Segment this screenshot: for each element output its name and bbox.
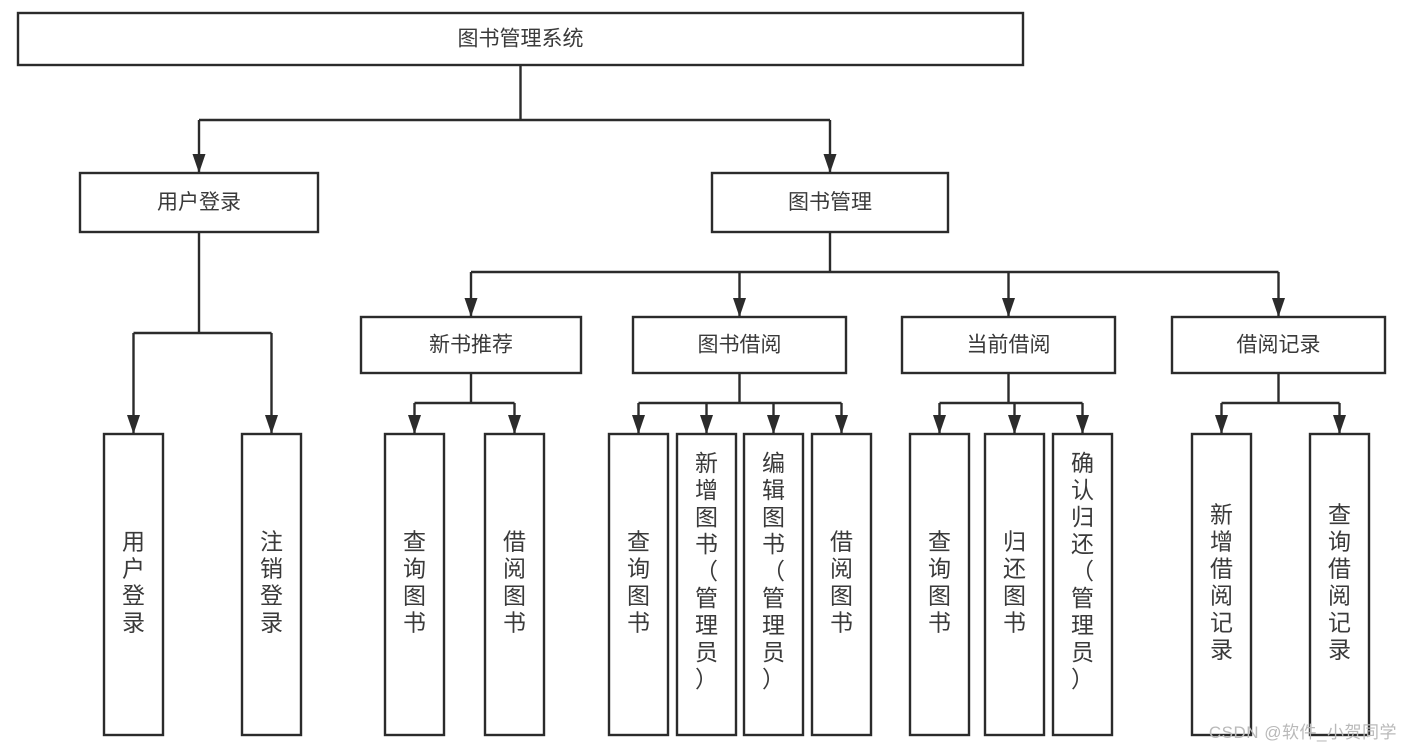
node-label-leaf-edit-book: 编辑图书（管理员） [762, 450, 785, 692]
arrow-head-icon-book-borrow [733, 298, 746, 317]
node-leaf-query-record[interactable]: 查询借阅记录 [1308, 432, 1371, 737]
node-box-leaf-logout [240, 432, 303, 737]
node-leaf-add-book[interactable]: 新增图书（管理员） [675, 432, 738, 737]
node-label-leaf-query-book-2: 查询图书 [627, 528, 650, 635]
node-label-borrow-record: 借阅记录 [1237, 334, 1321, 357]
arrow-head-icon-current-borrow [1002, 298, 1015, 317]
node-box-current-borrow [900, 315, 1117, 375]
node-box-borrow-record [1170, 315, 1387, 375]
arrow-head-icon-leaf-return-book [1008, 415, 1021, 434]
node-root[interactable]: 图书管理系统 [16, 11, 1025, 67]
arrow-head-icon-leaf-edit-book [767, 415, 780, 434]
node-leaf-borrow-book-1[interactable]: 借阅图书 [483, 432, 546, 737]
arrow-head-icon-leaf-user-login [127, 415, 140, 434]
node-leaf-borrow-book-2[interactable]: 借阅图书 [810, 432, 873, 737]
node-borrow-record[interactable]: 借阅记录 [1170, 315, 1387, 375]
node-box-leaf-add-record [1190, 432, 1253, 737]
node-label-book-borrow: 图书借阅 [698, 334, 782, 357]
node-label-leaf-user-login: 用户登录 [122, 528, 145, 635]
node-leaf-confirm-return[interactable]: 确认归还（管理员） [1051, 432, 1114, 737]
node-box-leaf-query-book-2 [607, 432, 670, 737]
node-box-book-manage [710, 171, 950, 234]
node-box-leaf-return-book [983, 432, 1046, 737]
node-label-root: 图书管理系统 [458, 28, 584, 51]
arrow-head-icon-user-login [192, 154, 206, 173]
node-box-leaf-add-book [675, 432, 738, 737]
node-label-leaf-logout: 注销登录 [260, 528, 283, 635]
node-leaf-query-book-2[interactable]: 查询图书 [607, 432, 670, 737]
node-book-manage[interactable]: 图书管理 [710, 171, 950, 234]
node-label-user-login: 用户登录 [157, 191, 241, 214]
node-box-leaf-confirm-return [1051, 432, 1114, 737]
arrow-head-icon-leaf-add-book [700, 415, 713, 434]
arrow-head-icon-new-book-rec [464, 298, 478, 317]
node-box-leaf-query-record [1308, 432, 1371, 737]
node-leaf-logout[interactable]: 注销登录 [240, 432, 303, 737]
node-leaf-query-book-1[interactable]: 查询图书 [383, 432, 446, 737]
arrow-head-icon-leaf-logout [265, 415, 278, 434]
nodes-layer: 图书管理系统用户登录图书管理新书推荐图书借阅当前借阅借阅记录用户登录注销登录查询… [16, 11, 1387, 737]
node-new-book-rec[interactable]: 新书推荐 [359, 315, 583, 375]
node-box-leaf-borrow-book-2 [810, 432, 873, 737]
node-leaf-user-login[interactable]: 用户登录 [102, 432, 165, 737]
arrow-head-icon-leaf-add-record [1215, 415, 1228, 434]
node-leaf-return-book[interactable]: 归还图书 [983, 432, 1046, 737]
arrow-head-icon-leaf-query-record [1333, 415, 1346, 434]
arrow-head-icon-leaf-borrow-book-1 [508, 415, 521, 434]
node-leaf-query-book-3[interactable]: 查询图书 [908, 432, 971, 737]
node-book-borrow[interactable]: 图书借阅 [631, 315, 848, 375]
node-label-leaf-add-book: 新增图书（管理员） [695, 450, 718, 692]
node-box-leaf-query-book-3 [908, 432, 971, 737]
node-box-book-borrow [631, 315, 848, 375]
arrow-head-icon-book-manage [823, 154, 837, 173]
arrow-head-icon-leaf-query-book-1 [408, 415, 421, 434]
node-label-leaf-confirm-return: 确认归还（管理员） [1071, 450, 1094, 692]
node-label-leaf-borrow-book-1: 借阅图书 [503, 528, 526, 635]
node-label-book-manage: 图书管理 [788, 191, 872, 214]
node-label-leaf-borrow-book-2: 借阅图书 [830, 528, 853, 635]
arrow-head-icon-leaf-query-book-2 [632, 415, 645, 434]
node-label-leaf-query-book-3: 查询图书 [928, 528, 951, 635]
node-box-leaf-query-book-1 [383, 432, 446, 737]
node-label-new-book-rec: 新书推荐 [429, 334, 513, 357]
arrow-head-icon-leaf-borrow-book-2 [835, 415, 848, 434]
node-box-root [16, 11, 1025, 67]
arrow-head-icon-borrow-record [1272, 298, 1285, 317]
node-label-leaf-add-record: 新增借阅记录 [1210, 501, 1233, 662]
node-box-new-book-rec [359, 315, 583, 375]
node-leaf-add-record[interactable]: 新增借阅记录 [1190, 432, 1253, 737]
node-label-current-borrow: 当前借阅 [967, 334, 1051, 357]
node-user-login[interactable]: 用户登录 [78, 171, 320, 234]
node-box-user-login [78, 171, 320, 234]
node-box-leaf-borrow-book-1 [483, 432, 546, 737]
node-label-leaf-query-record: 查询借阅记录 [1328, 501, 1351, 662]
arrow-head-icon-leaf-query-book-3 [933, 415, 946, 434]
node-box-leaf-edit-book [742, 432, 805, 737]
node-leaf-edit-book[interactable]: 编辑图书（管理员） [742, 432, 805, 737]
node-label-leaf-return-book: 归还图书 [1003, 528, 1026, 635]
connectors-layer [127, 65, 1346, 434]
arrow-head-icon-leaf-confirm-return [1076, 415, 1089, 434]
node-box-leaf-user-login [102, 432, 165, 737]
node-current-borrow[interactable]: 当前借阅 [900, 315, 1117, 375]
node-label-leaf-query-book-1: 查询图书 [403, 528, 426, 635]
